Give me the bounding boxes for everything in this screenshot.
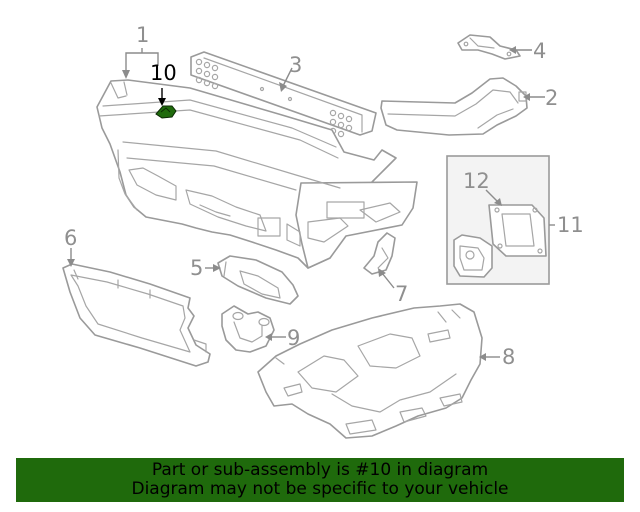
part-10-clip-highlighted: [155, 105, 177, 119]
inset-box: [446, 155, 550, 285]
part-8-skid-plate: [257, 303, 483, 439]
part-1-bumper: [96, 79, 418, 269]
callout-3: 3: [289, 53, 302, 77]
callout-9: 9: [287, 326, 300, 350]
callout-7: 7: [395, 282, 408, 306]
callout-1: 1: [136, 23, 149, 47]
part-12-plate: [488, 204, 547, 257]
parts-diagram: 1 10 3 4 2 12 11 6 5 7 9 8: [62, 23, 584, 439]
callout-5: 5: [190, 256, 203, 280]
part-5-bezel: [217, 255, 299, 305]
callout-12: 12: [463, 169, 490, 193]
leader-lines: [67, 46, 555, 361]
part-2-side-bracket: [380, 77, 528, 136]
callout-8: 8: [502, 345, 515, 369]
callout-10: 10: [150, 61, 177, 85]
part-3-reinforcement-bar: [190, 51, 377, 138]
callout-4: 4: [533, 39, 546, 63]
callout-11: 11: [557, 213, 584, 237]
part-7-bracket: [363, 232, 396, 275]
banner-line-2: Diagram may not be specific to your vehi…: [131, 479, 509, 499]
part-6-lower-panel: [62, 263, 211, 367]
part-11-mount: [453, 234, 493, 278]
part-9-tow-hook: [221, 305, 275, 353]
banner-line-1: Part or sub-assembly is #10 in diagram: [151, 460, 489, 480]
callout-2: 2: [545, 86, 558, 110]
part-4-bracket: [457, 34, 521, 60]
callout-6: 6: [64, 226, 77, 250]
info-banner: Part or sub-assembly is #10 in diagram D…: [16, 458, 624, 502]
